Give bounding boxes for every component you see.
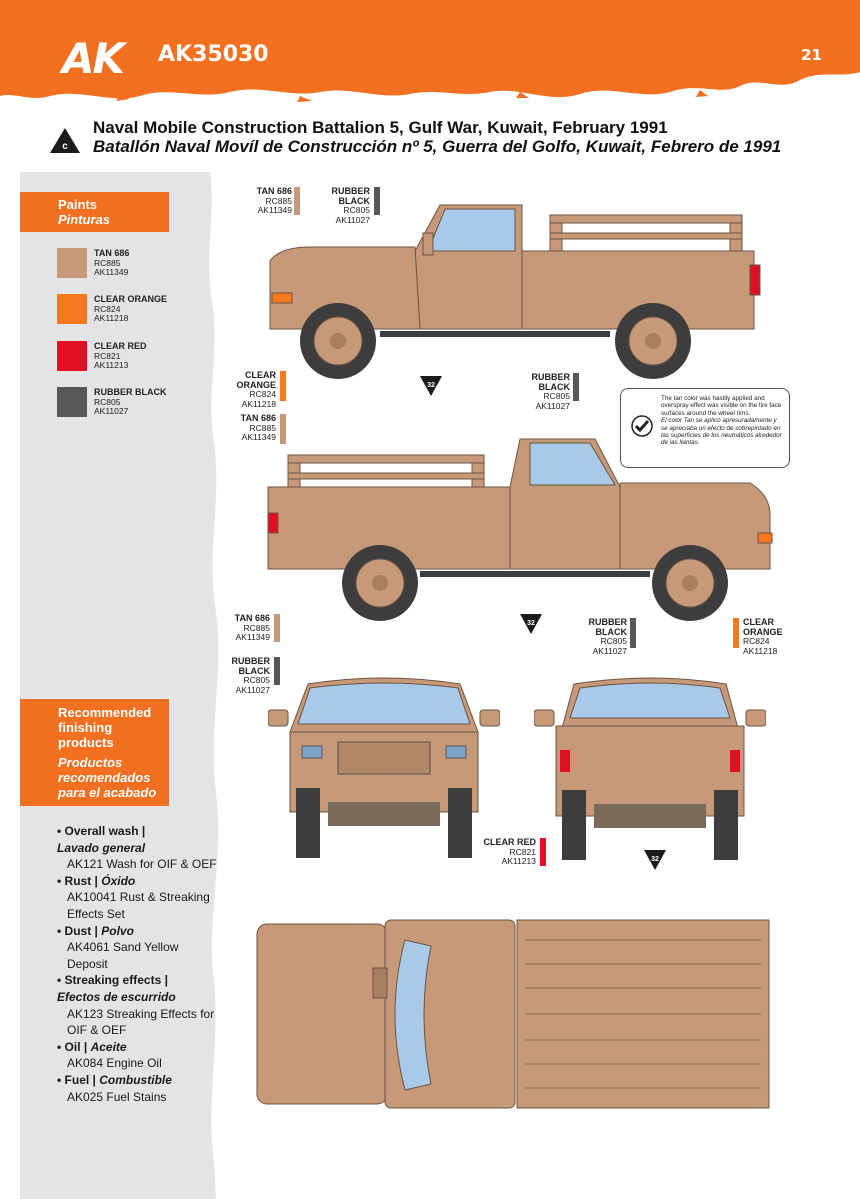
callout-bar-tan xyxy=(294,187,300,215)
callout-bar-orange-2 xyxy=(733,618,739,648)
scheme-triangle-icon: c xyxy=(50,128,80,153)
note-text: The tan color was hastily applied and ov… xyxy=(661,395,785,447)
paint-swatch-clear-red xyxy=(57,341,87,371)
list-item-es: Lavado general xyxy=(57,840,146,855)
truck-right-side-view xyxy=(267,438,773,621)
finishing-title-en-1: Recommended xyxy=(58,705,152,720)
paints-title-es: Pinturas xyxy=(58,212,111,227)
list-item: • Rust | Óxido xyxy=(57,873,136,888)
marker-32-triangle: 32 xyxy=(420,376,442,396)
finishing-title-en-3: products xyxy=(58,735,114,750)
page-number: 21 xyxy=(801,46,822,64)
paints-title-en: Paints xyxy=(58,197,98,212)
note-box: The tan color was hastily applied and ov… xyxy=(620,388,790,468)
list-item-product: AK084 Engine Oil xyxy=(67,1056,162,1071)
list-item-es: Efectos de escurrido xyxy=(57,989,176,1004)
list-item-product: Effects Set xyxy=(67,906,125,921)
brush-stroke-banner xyxy=(0,0,860,102)
marker-32-triangle-3: 32 xyxy=(644,850,666,870)
page-header: AK AK35030 21 xyxy=(0,0,860,110)
callout-bar-tan-3 xyxy=(274,614,280,642)
truck-front-view xyxy=(268,677,500,858)
svg-text:32: 32 xyxy=(527,620,535,627)
list-item-product: AK025 Fuel Stains xyxy=(67,1089,167,1104)
callout-bar-rubber-black xyxy=(374,187,380,215)
list-item: • Overall wash | xyxy=(57,824,146,838)
truck-rear-view xyxy=(534,677,766,860)
list-item-product: AK4061 Sand Yellow Deposit xyxy=(67,940,179,971)
list-item: • Oil | Aceite xyxy=(57,1039,127,1054)
truck-top-view xyxy=(256,919,770,1109)
grey-sidebar-background xyxy=(20,172,219,1199)
list-item-product: AK123 Streaking Effects for xyxy=(67,1006,215,1021)
list-item-product: AK10041 Rust & Streaking xyxy=(67,890,210,905)
product-code: AK35030 xyxy=(158,42,269,67)
scheme-title-en: Naval Mobile Construction Battalion 5, G… xyxy=(93,118,668,137)
ak-logo: AK xyxy=(62,34,125,83)
callout-bar-rubber-black-2 xyxy=(573,373,579,401)
finishing-title-es-3: para el acabado xyxy=(58,785,157,800)
paint-swatch-tan-686 xyxy=(57,248,87,278)
list-item: • Dust | Polvo xyxy=(57,923,134,938)
list-item-product: AK121 Wash for OIF & OEF xyxy=(67,857,217,872)
callout-bar-rubber-black-3 xyxy=(630,618,636,648)
list-item: • Fuel | Combustible xyxy=(57,1072,172,1087)
left-sidebar xyxy=(20,172,220,1199)
finishing-title-en-2: finishing xyxy=(58,720,113,735)
scheme-letter: c xyxy=(62,141,68,152)
marker-32-triangle-2: 32 xyxy=(520,614,542,634)
svg-text:32: 32 xyxy=(427,382,435,389)
svg-text:32: 32 xyxy=(651,856,659,863)
note-text-es: El color Tan se aplicó apresuradamente y… xyxy=(661,417,782,447)
paints-panel-title: Paints Pinturas xyxy=(20,192,169,232)
scheme-title-es: Batallón Naval Movíl de Construcción nº … xyxy=(93,137,782,156)
callout-bar-rubber-black-4 xyxy=(274,657,280,685)
finishing-panel-title: Recommended finishing products Productos… xyxy=(20,699,169,806)
finishing-title-es-1: Productos xyxy=(58,755,123,770)
list-item: • Streaking effects | xyxy=(57,973,168,988)
finishing-title-es-2: recomendados xyxy=(58,770,151,785)
callout-bar-orange xyxy=(280,371,286,401)
paint-swatch-rubber-black xyxy=(57,387,87,417)
callout-bar-red xyxy=(540,838,546,866)
checkmark-icon xyxy=(631,415,653,437)
paint-swatch-clear-orange xyxy=(57,294,87,324)
list-item-product: OIF & OEF xyxy=(67,1023,127,1038)
finishing-list: • Overall wash | Lavado general AK121 Wa… xyxy=(57,823,217,1105)
note-text-en: The tan color was hastily applied and ov… xyxy=(661,395,782,417)
truck-left-side-view xyxy=(269,204,761,379)
callout-bar-tan-2 xyxy=(280,414,286,444)
